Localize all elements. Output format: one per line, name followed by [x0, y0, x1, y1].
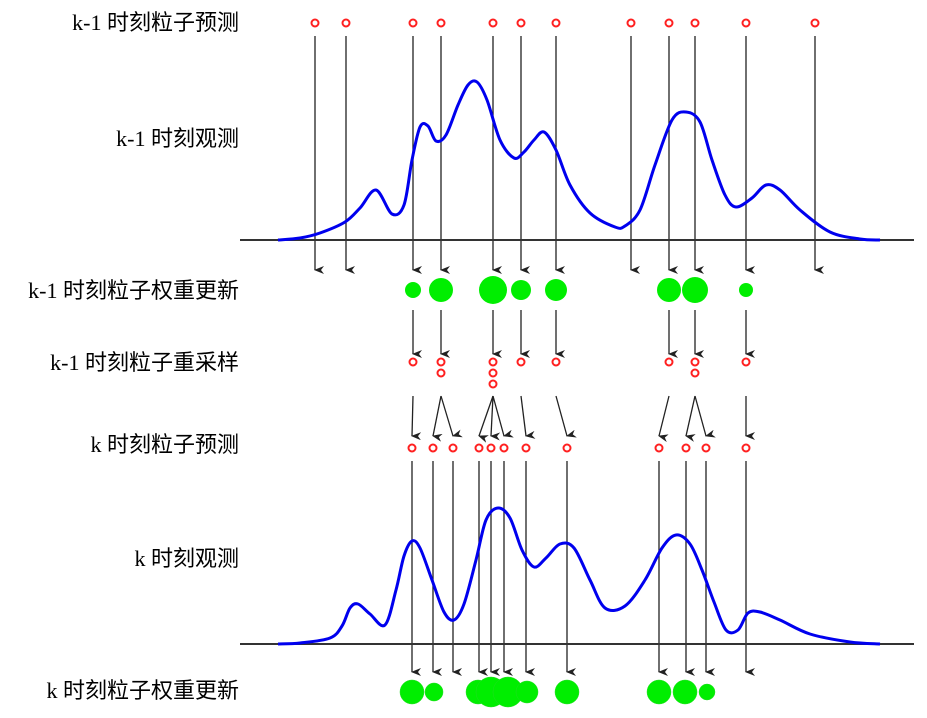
- weight-circles: [399, 276, 753, 708]
- particle-markers: [310, 18, 820, 453]
- arrow: [432, 395, 443, 442]
- particle-marker: [551, 18, 561, 28]
- weight-circle: [682, 277, 708, 303]
- particle-marker: [810, 18, 820, 28]
- particle-marker: [521, 443, 531, 453]
- particle-marker: [701, 443, 711, 453]
- label-k1-predict: k-1 时刻粒子预测: [72, 10, 239, 35]
- weight-circle: [405, 282, 421, 298]
- label-k-weight: k 时刻粒子权重更新: [46, 678, 239, 703]
- arrow: [490, 395, 501, 441]
- arrow: [694, 395, 716, 438]
- particle-marker: [486, 443, 496, 453]
- arrow: [555, 395, 577, 438]
- particle-marker: [664, 18, 674, 28]
- particle-marker: [741, 443, 751, 453]
- particle-marker: [436, 18, 446, 28]
- particle-marker: [551, 357, 561, 367]
- particle-marker: [408, 357, 418, 367]
- weight-circle: [399, 679, 425, 705]
- arrow: [478, 395, 494, 443]
- observation-curve-k1: [277, 79, 881, 242]
- weight-circle: [646, 679, 672, 705]
- weight-circle: [424, 682, 444, 702]
- particle-marker: [310, 18, 320, 28]
- particle-marker: [741, 18, 751, 28]
- arrow-lines: [314, 36, 824, 676]
- particle-marker: [488, 357, 498, 367]
- particle-marker: [516, 18, 526, 28]
- particle-marker: [488, 379, 498, 389]
- particle-marker: [474, 443, 484, 453]
- particle-marker: [664, 357, 674, 367]
- particle-marker: [654, 443, 664, 453]
- particle-marker: [499, 443, 509, 453]
- particle-marker: [690, 18, 700, 28]
- arrow: [520, 395, 536, 439]
- weight-circle: [739, 283, 753, 297]
- label-k-predict: k 时刻粒子预测: [90, 432, 239, 457]
- weight-circle: [429, 278, 453, 302]
- particle-marker: [428, 443, 438, 453]
- label-k1-weight: k-1 时刻粒子权重更新: [28, 278, 239, 303]
- label-k-observe: k 时刻观测: [134, 546, 239, 571]
- arrow: [492, 395, 514, 438]
- axes: [240, 239, 914, 645]
- particle-marker: [436, 368, 446, 378]
- particle-marker: [690, 357, 700, 367]
- particle-marker: [407, 443, 417, 453]
- label-k1-resample: k-1 时刻粒子重采样: [50, 350, 239, 375]
- weight-circle: [672, 679, 698, 705]
- weight-circle: [554, 679, 580, 705]
- observation-curves: [277, 79, 881, 646]
- particle-marker: [690, 368, 700, 378]
- weight-circle: [511, 280, 531, 300]
- arrow: [658, 395, 670, 443]
- observation-curve-k: [277, 506, 881, 646]
- particle-marker: [516, 357, 526, 367]
- label-k1-observe: k-1 时刻观测: [116, 126, 239, 151]
- weight-circle: [479, 276, 507, 304]
- particle-marker: [626, 18, 636, 28]
- arrow: [440, 395, 463, 438]
- particle-marker: [448, 443, 458, 453]
- weight-circle: [545, 279, 567, 301]
- particle-marker: [408, 18, 418, 28]
- particle-marker: [436, 357, 446, 367]
- particle-marker: [341, 18, 351, 28]
- particle-marker: [562, 443, 572, 453]
- weight-circle: [698, 683, 716, 701]
- particle-marker: [741, 357, 751, 367]
- weight-circle: [657, 278, 681, 302]
- particle-marker: [681, 443, 691, 453]
- particle-marker: [488, 18, 498, 28]
- weight-circle: [515, 680, 539, 704]
- particle-marker: [488, 368, 498, 378]
- arrow: [685, 395, 696, 442]
- arrow: [411, 395, 422, 441]
